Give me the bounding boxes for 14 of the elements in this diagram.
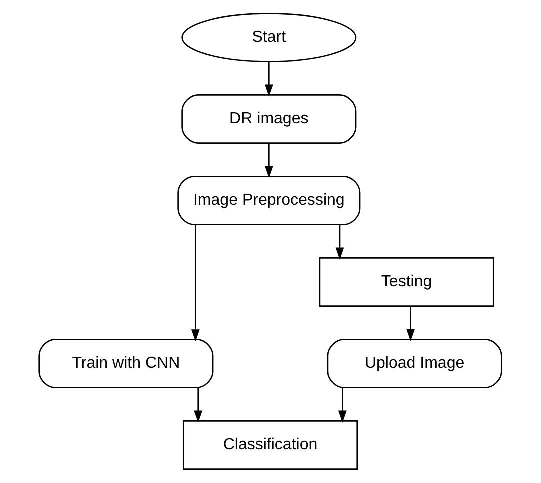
arrow [264,62,274,97]
arrow [264,144,274,178]
node-box: DR images [182,94,357,144]
arrow [338,388,347,423]
node-ellipse: Start [182,13,357,62]
node-box: Upload Image [327,339,502,388]
arrow [194,388,203,423]
node-box: Testing [319,258,494,307]
node-box: Image Preprocessing [178,176,361,226]
arrow [336,225,344,260]
arrow [191,224,200,342]
node-box: Train with CNN [38,339,214,388]
arrow [406,306,416,342]
node-box: Classification [182,420,358,470]
